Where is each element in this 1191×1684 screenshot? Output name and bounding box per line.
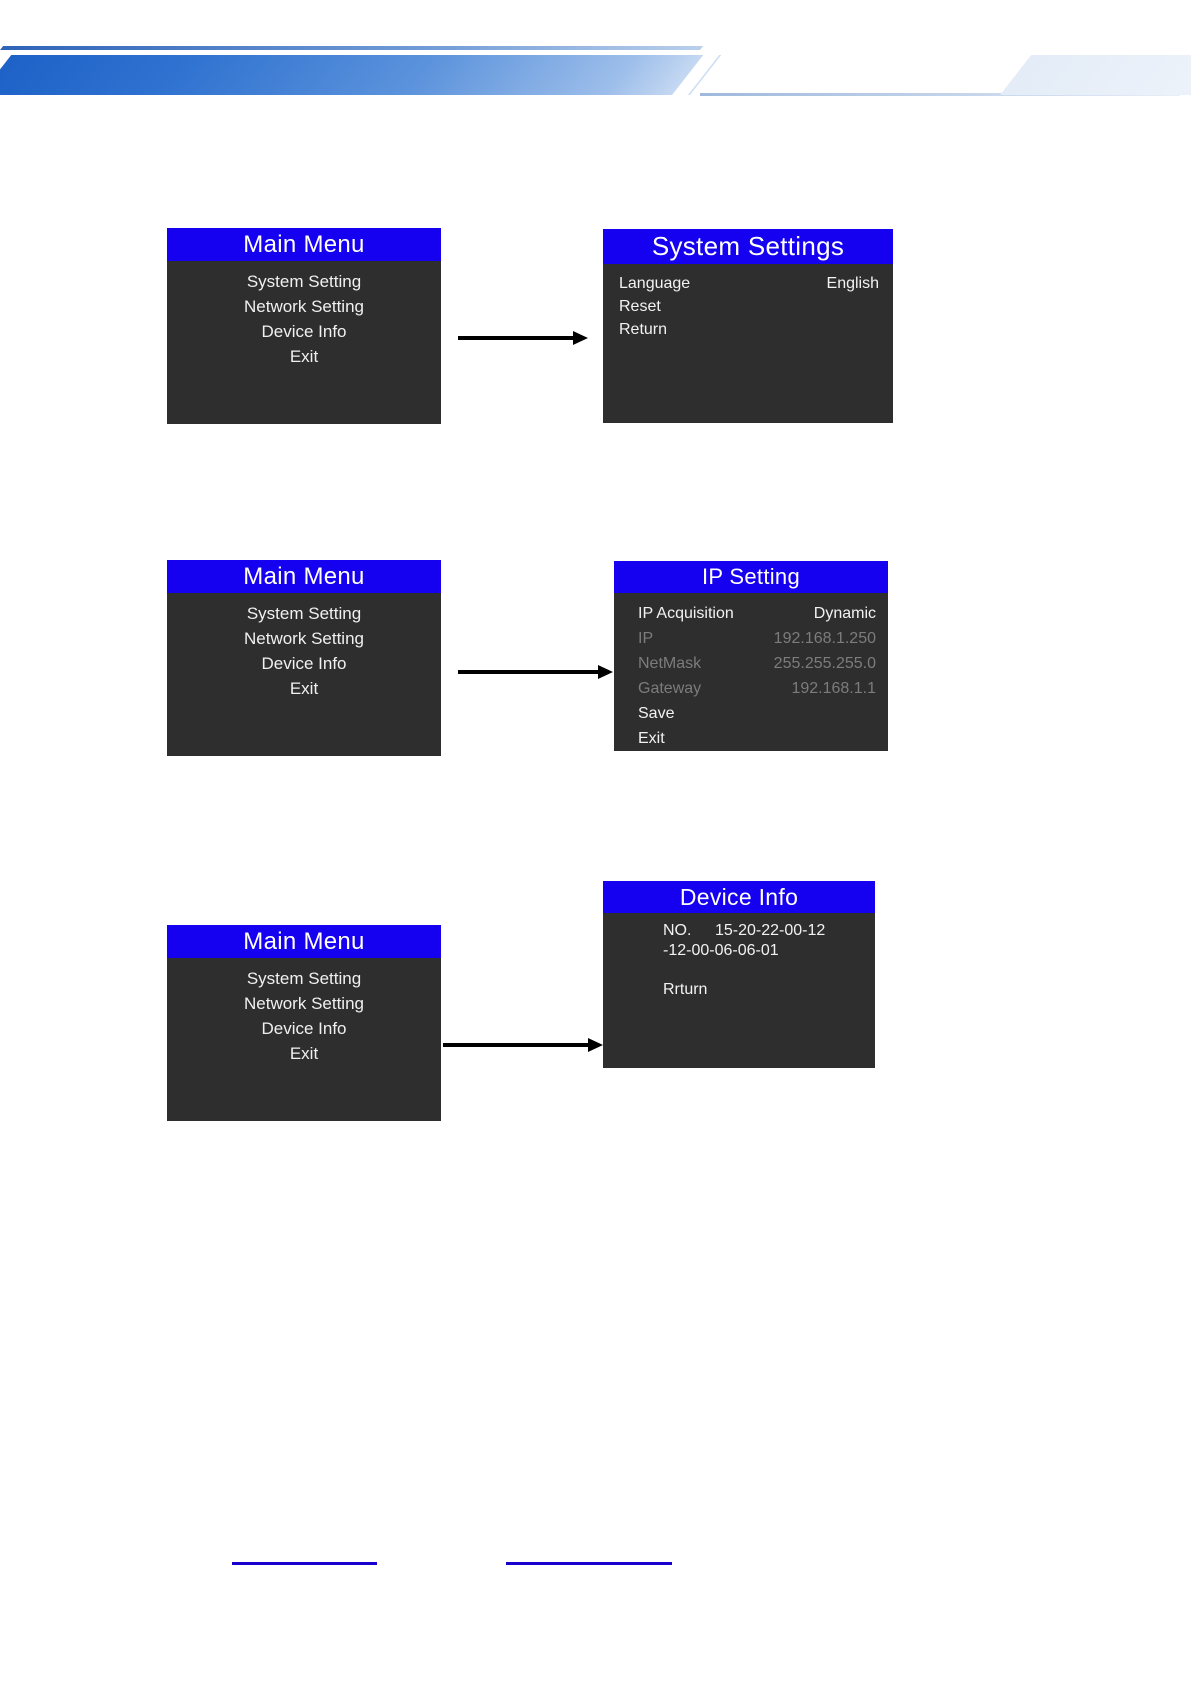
menu-item-network-setting[interactable]: Network Setting [244,994,364,1013]
row-exit[interactable]: Exit [614,726,888,751]
menu-item-exit[interactable]: Exit [289,1044,319,1063]
device-no-value-1: 15-20-22-00-12 [715,922,826,939]
main-menu-panel-3: Main Menu System Setting Network Setting… [167,925,441,1121]
row-language[interactable]: Language English [603,272,893,295]
row-reset-label: Reset [619,298,661,315]
menu-item-system-setting[interactable]: System Setting [246,272,362,291]
device-no-label: NO. [663,922,692,939]
row-ip-acquisition-value: Dynamic [813,605,876,622]
main-menu-list-1: System Setting Network Setting Device In… [167,261,441,369]
arrow-head [573,331,588,345]
ip-setting-title: IP Setting [614,561,888,593]
row-ip-label: IP [638,630,654,647]
system-settings-list: Language English Reset Return [603,264,893,341]
main-menu-list-2: System Setting Network Setting Device In… [167,593,441,701]
device-info-body: NO. 15-20-22-00-12 -12-00-06-06-01 Rrturn [603,913,875,999]
banner-thin-line [0,46,704,50]
row-exit-label: Exit [638,730,665,747]
arrow-right-icon-3 [443,1038,603,1052]
device-info-title: Device Info [603,881,875,913]
footer-link-rule-1[interactable] [232,1562,377,1565]
row-gateway[interactable]: Gateway 192.168.1.1 [614,676,888,701]
main-menu-title-3: Main Menu [167,925,441,958]
menu-item-network-setting[interactable]: Network Setting [244,297,364,316]
main-menu-panel-2: Main Menu System Setting Network Setting… [167,560,441,756]
row-netmask-value: 255.255.255.0 [773,655,876,672]
main-menu-list-3: System Setting Network Setting Device In… [167,958,441,1066]
row-language-label: Language [619,275,691,292]
menu-item-exit[interactable]: Exit [289,679,319,698]
row-ip-acquisition[interactable]: IP Acquisition Dynamic [614,601,888,626]
row-save[interactable]: Save [614,701,888,726]
arrow-shaft [458,336,574,340]
main-menu-title-1: Main Menu [167,228,441,261]
row-netmask[interactable]: NetMask 255.255.255.0 [614,651,888,676]
menu-item-device-info[interactable]: Device Info [261,654,347,673]
banner-tail-line [700,93,1180,96]
arrow-head [598,665,613,679]
arrow-right-icon-1 [458,331,588,345]
row-gateway-label: Gateway [638,680,702,697]
device-no-line-2: -12-00-06-06-01 [603,941,875,961]
menu-item-device-info[interactable]: Device Info [261,322,347,341]
row-language-value: English [826,275,879,292]
row-ip-acquisition-label: IP Acquisition [638,605,734,622]
menu-item-exit[interactable]: Exit [289,347,319,366]
device-no-value-2: -12-00-06-06-01 [663,942,779,959]
menu-item-system-setting[interactable]: System Setting [246,604,362,623]
row-gateway-value: 192.168.1.1 [791,680,876,697]
row-ip[interactable]: IP 192.168.1.250 [614,626,888,651]
arrow-right-icon-2 [458,665,613,679]
device-no-line-1: NO. 15-20-22-00-12 [603,921,875,941]
row-return[interactable]: Return [603,318,893,341]
header-banner [0,0,1191,110]
ip-setting-list: IP Acquisition Dynamic IP 192.168.1.250 … [614,593,888,751]
row-ip-value: 192.168.1.250 [773,630,876,647]
system-settings-panel: System Settings Language English Reset R… [603,229,893,423]
menu-item-device-info[interactable]: Device Info [261,1019,347,1038]
arrow-head [588,1038,603,1052]
row-return-label: Return [619,321,668,338]
arrow-shaft [458,670,599,674]
main-menu-panel-1: Main Menu System Setting Network Setting… [167,228,441,424]
main-menu-title-2: Main Menu [167,560,441,593]
banner-main-bar [0,55,722,95]
row-save-label: Save [638,705,675,722]
ip-setting-panel: IP Setting IP Acquisition Dynamic IP 192… [614,561,888,751]
device-info-return-item[interactable]: Rrturn [663,981,708,998]
arrow-shaft [443,1043,589,1047]
footer-link-rule-2[interactable] [506,1562,672,1565]
device-info-panel: Device Info NO. 15-20-22-00-12 -12-00-06-… [603,881,875,1068]
menu-item-network-setting[interactable]: Network Setting [244,629,364,648]
menu-item-system-setting[interactable]: System Setting [246,969,362,988]
system-settings-title: System Settings [603,229,893,264]
row-netmask-label: NetMask [638,655,702,672]
banner-right-block [1000,55,1191,95]
row-reset[interactable]: Reset [603,295,893,318]
